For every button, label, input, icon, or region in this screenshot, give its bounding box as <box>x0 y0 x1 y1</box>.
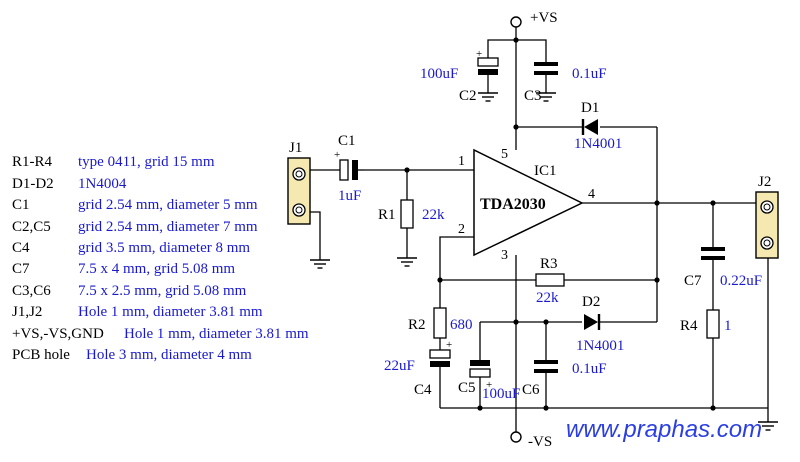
capacitor-c5: + C5 100uF <box>458 355 520 402</box>
svg-text:0.1uF: 0.1uF <box>572 361 607 377</box>
svg-text:R1: R1 <box>378 207 396 223</box>
svg-text:-VS: -VS <box>528 434 552 450</box>
parts-list-name: R1-R4 <box>12 154 53 170</box>
watermark: www.praphas.com <box>566 416 762 443</box>
capacitor-c6: C6 0.1uF <box>522 355 607 398</box>
svg-text:C4: C4 <box>414 382 432 398</box>
svg-text:22k: 22k <box>536 290 559 306</box>
capacitor-c2: + 100uF C2 <box>420 48 499 104</box>
svg-text:D2: D2 <box>582 294 600 310</box>
svg-text:+: + <box>486 379 492 391</box>
parts-list: R1-R4 type 0411, grid 15 mm D1-D2 1N4004… <box>12 154 309 363</box>
parts-list-spec: 7.5 x 4 mm, grid 5.08 mm <box>78 261 235 277</box>
svg-text:R2: R2 <box>408 317 426 333</box>
svg-text:3: 3 <box>501 248 508 263</box>
resistor-r1: R1 22k <box>378 199 445 229</box>
svg-text:1: 1 <box>724 318 732 334</box>
svg-text:R3: R3 <box>540 256 558 272</box>
svg-text:680: 680 <box>450 317 473 333</box>
svg-text:C3: C3 <box>524 88 542 104</box>
negative-supply-terminal: -VS <box>510 431 552 450</box>
svg-text:D1: D1 <box>581 100 599 116</box>
capacitor-c1: + C1 1uF <box>334 133 364 204</box>
svg-text:IC1: IC1 <box>534 163 557 179</box>
capacitor-c7: C7 0.22uF <box>684 247 762 289</box>
resistor-r4: R4 1 <box>680 309 732 339</box>
parts-list-spec: 7.5 x 2.5 mm, grid 5.08 mm <box>78 283 247 299</box>
parts-list-name: +VS,-VS,GND <box>12 326 104 342</box>
svg-text:+VS: +VS <box>530 10 558 26</box>
svg-text:5: 5 <box>501 147 508 162</box>
input-connector-j1: J1 <box>287 140 311 225</box>
svg-text:+: + <box>446 339 452 351</box>
svg-text:J2: J2 <box>758 174 771 190</box>
parts-list-name: C7 <box>12 261 30 277</box>
svg-text:2: 2 <box>458 222 465 237</box>
resistor-r3: R3 22k <box>535 256 565 306</box>
parts-list-name: C4 <box>12 240 30 256</box>
capacitor-c4: + 22uF C4 <box>384 339 452 398</box>
diode-d1: D1 1N4001 <box>574 100 622 152</box>
parts-list-name: C1 <box>12 197 30 213</box>
svg-text:0.1uF: 0.1uF <box>572 66 607 82</box>
svg-text:C2: C2 <box>459 88 477 104</box>
diode-d2: D2 1N4001 <box>576 294 624 354</box>
parts-list-spec: Hole 3 mm, diameter 4 mm <box>86 347 252 363</box>
svg-text:+: + <box>476 48 482 60</box>
parts-list-spec: Hole 1 mm, diameter 3.81 mm <box>124 326 309 342</box>
svg-text:100uF: 100uF <box>420 66 458 82</box>
svg-text:J1: J1 <box>289 140 302 156</box>
parts-list-name: C2,C5 <box>12 219 51 235</box>
svg-text:1N4001: 1N4001 <box>576 338 624 354</box>
svg-text:1uF: 1uF <box>338 188 361 204</box>
parts-list-spec: 1N4004 <box>78 176 127 192</box>
capacitor-c3: 0.1uF C3 <box>524 52 607 104</box>
svg-text:1: 1 <box>458 154 465 169</box>
svg-text:C1: C1 <box>338 133 356 149</box>
parts-list-spec: grid 2.54 mm, diameter 7 mm <box>78 219 258 235</box>
ic1-amplifier: TDA2030 IC1 1 2 3 4 5 <box>458 147 595 263</box>
parts-list-name: PCB hole <box>12 347 70 363</box>
svg-text:4: 4 <box>588 187 595 202</box>
parts-list-spec: type 0411, grid 15 mm <box>78 154 215 170</box>
svg-text:C6: C6 <box>522 382 540 398</box>
parts-list-spec: grid 3.5 mm, diameter 8 mm <box>78 240 250 256</box>
output-connector-j2: J2 <box>755 174 779 259</box>
parts-list-spec: Hole 1 mm, diameter 3.81 mm <box>78 304 263 320</box>
svg-text:R4: R4 <box>680 318 698 334</box>
positive-supply-terminal: +VS <box>510 10 558 28</box>
parts-list-name: J1,J2 <box>12 304 42 320</box>
svg-text:100uF: 100uF <box>482 386 520 402</box>
junctions <box>404 37 716 411</box>
parts-list-name: D1-D2 <box>12 176 54 192</box>
svg-text:TDA2030: TDA2030 <box>480 196 546 213</box>
parts-list-name: C3,C6 <box>12 283 51 299</box>
svg-text:0.22uF: 0.22uF <box>720 273 762 289</box>
svg-text:+: + <box>334 149 340 161</box>
svg-text:22uF: 22uF <box>384 358 415 374</box>
svg-text:22k: 22k <box>422 207 445 223</box>
svg-text:C7: C7 <box>684 273 702 289</box>
resistor-r2: R2 680 <box>408 307 473 339</box>
parts-list-spec: grid 2.54 mm, diameter 5 mm <box>78 197 258 213</box>
svg-text:C5: C5 <box>458 380 476 396</box>
svg-text:1N4001: 1N4001 <box>574 136 622 152</box>
